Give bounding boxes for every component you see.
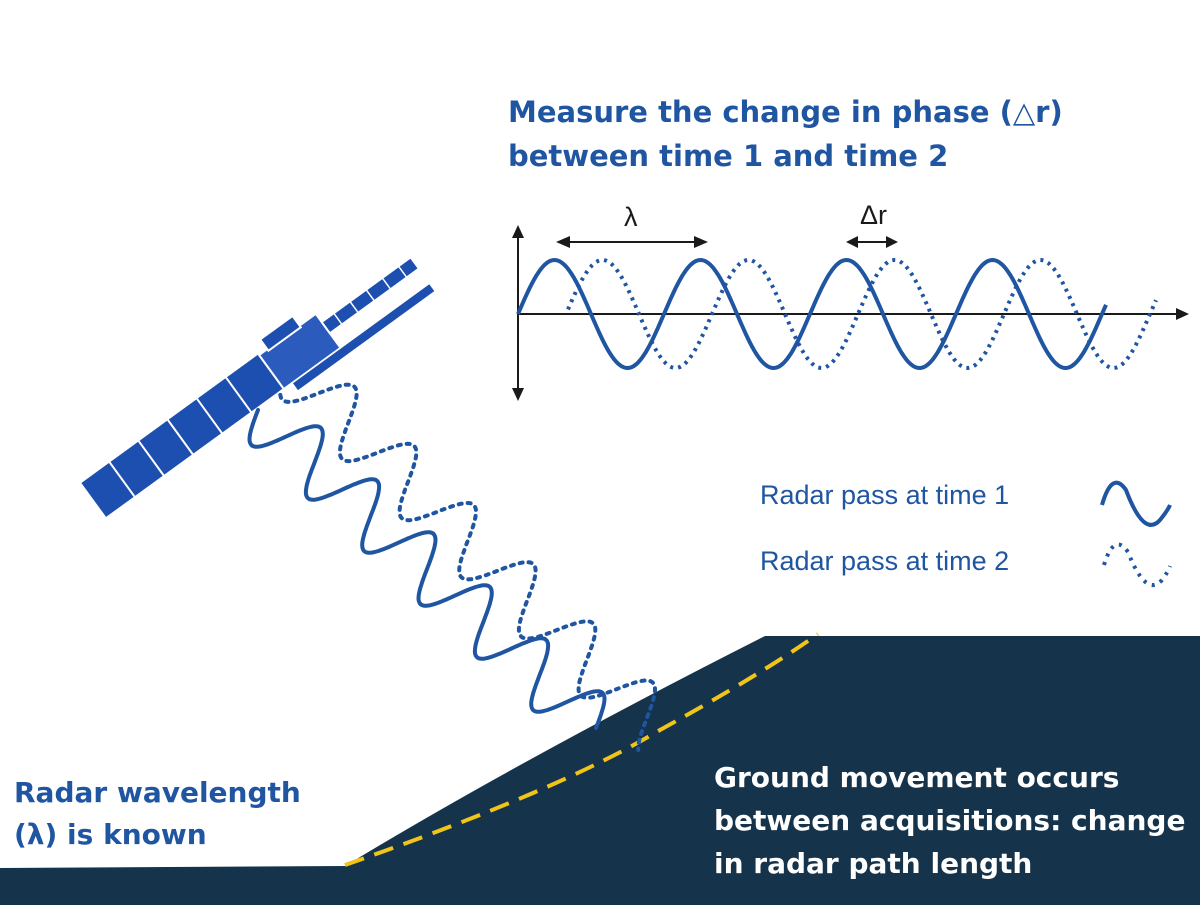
y-axis-arrow-up: [512, 225, 524, 238]
wavelength-note: Radar wavelength (λ) is known: [14, 772, 301, 856]
title-line-1: Measure the change in phase (△r): [508, 95, 1063, 129]
wavelength-note-line-2: (λ) is known: [14, 818, 207, 851]
ground-note-line-1: Ground movement occurs: [714, 761, 1120, 794]
delta-r-arrow-right: [886, 236, 898, 248]
ground-note-line-2: between acquisitions: change: [714, 804, 1186, 837]
legend-label-time-2: Radar pass at time 2: [760, 546, 1010, 576]
lambda-label: λ: [624, 202, 638, 232]
satellite-icon: [78, 255, 437, 520]
diagram-title: Measure the change in phase (△r) between…: [508, 90, 1148, 178]
lambda-arrow-left: [556, 236, 570, 248]
plot-wave-time-1: [516, 257, 1108, 371]
title-line-2: between time 1 and time 2: [508, 139, 949, 173]
radar-wave-time-1: [247, 408, 607, 730]
phase-plot: [512, 225, 1189, 401]
lambda-arrow-right: [694, 236, 708, 248]
radar-wave-time-2: [278, 382, 657, 752]
delta-r-label: Δr: [860, 200, 888, 230]
legend-label-time-1: Radar pass at time 1: [760, 480, 1010, 510]
ground-movement-note: Ground movement occurs between acquisiti…: [714, 756, 1185, 885]
legend-swatch-solid: [1100, 480, 1172, 527]
y-axis-arrow-down: [512, 388, 524, 401]
ground-note-line-3: in radar path length: [714, 847, 1033, 880]
ground-slope: [0, 636, 1200, 905]
wavelength-note-line-1: Radar wavelength: [14, 776, 301, 809]
x-axis-arrow: [1176, 308, 1189, 320]
plot-wave-time-2: [566, 257, 1158, 371]
legend-swatch-dotted: [1102, 542, 1172, 587]
delta-r-arrow-left: [846, 236, 858, 248]
ground-movement-line: [344, 632, 820, 867]
